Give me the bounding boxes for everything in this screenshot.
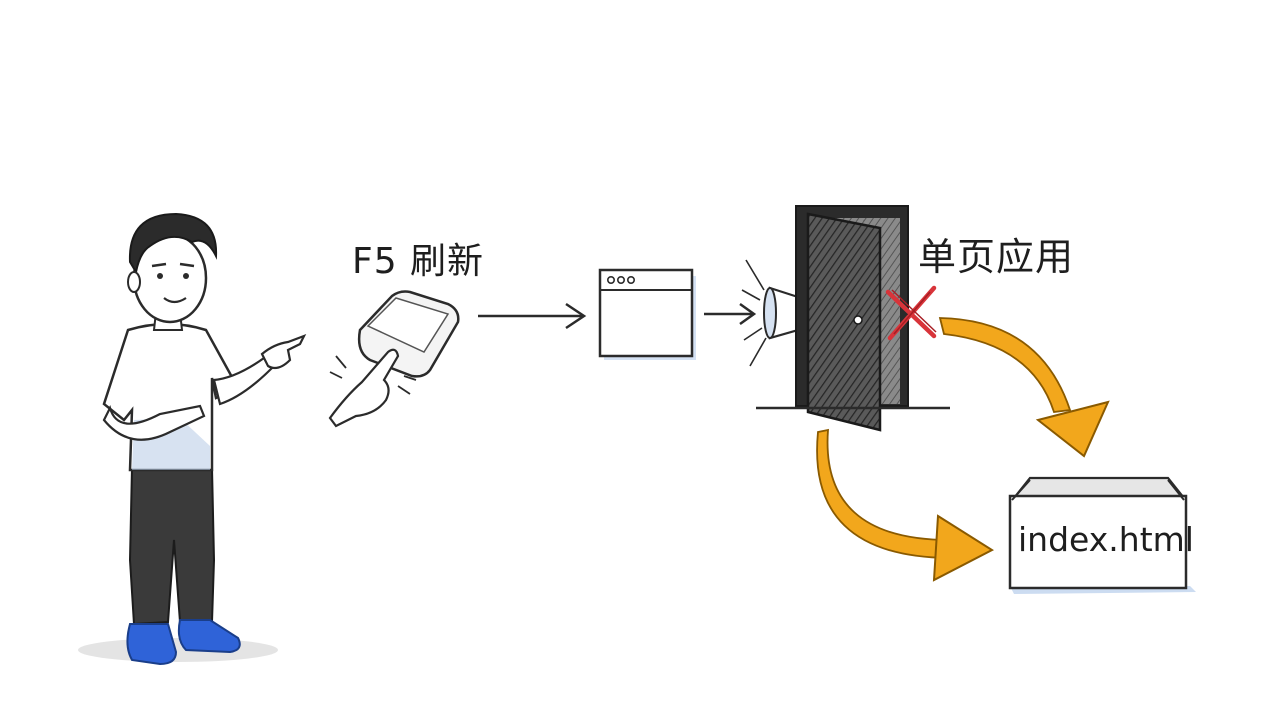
shoe-right (177, 619, 241, 654)
key-top (366, 297, 450, 353)
keyboard-key-icon (328, 290, 460, 428)
shoe-left (126, 623, 178, 666)
hair (128, 212, 218, 275)
press-marks (329, 355, 417, 395)
door-knob (853, 315, 863, 325)
browser-dot (626, 275, 635, 284)
curved-arrow-top (938, 317, 1110, 458)
open-box-icon (1008, 476, 1196, 594)
finger-hand (328, 348, 400, 428)
browser-dot (616, 275, 625, 284)
arrow-to-browser (478, 302, 587, 330)
door-leaf (806, 212, 882, 432)
label-index-html: index.html (1018, 520, 1194, 559)
browser-dot (606, 275, 615, 284)
x-mark-icon (885, 285, 937, 341)
browser-window-icon (598, 268, 696, 360)
eye-left (157, 273, 163, 279)
smile (163, 297, 187, 304)
box-front (1008, 494, 1188, 590)
hand-pointing (260, 333, 307, 370)
ground-shadow (78, 638, 278, 662)
curved-arrow-bottom (816, 428, 995, 582)
eye-right (183, 273, 189, 279)
label-single-page-app: 单页应用 (918, 235, 1075, 279)
person-pointing-icon (78, 212, 307, 666)
open-door-icon (756, 205, 950, 432)
label-f5-refresh: F5 刷新 (352, 241, 485, 282)
eyebrows (151, 262, 195, 268)
pants (128, 467, 216, 626)
arrow-to-door (704, 302, 757, 326)
arm-lower (102, 404, 206, 441)
ear (127, 271, 141, 293)
browser-frame (598, 268, 694, 358)
